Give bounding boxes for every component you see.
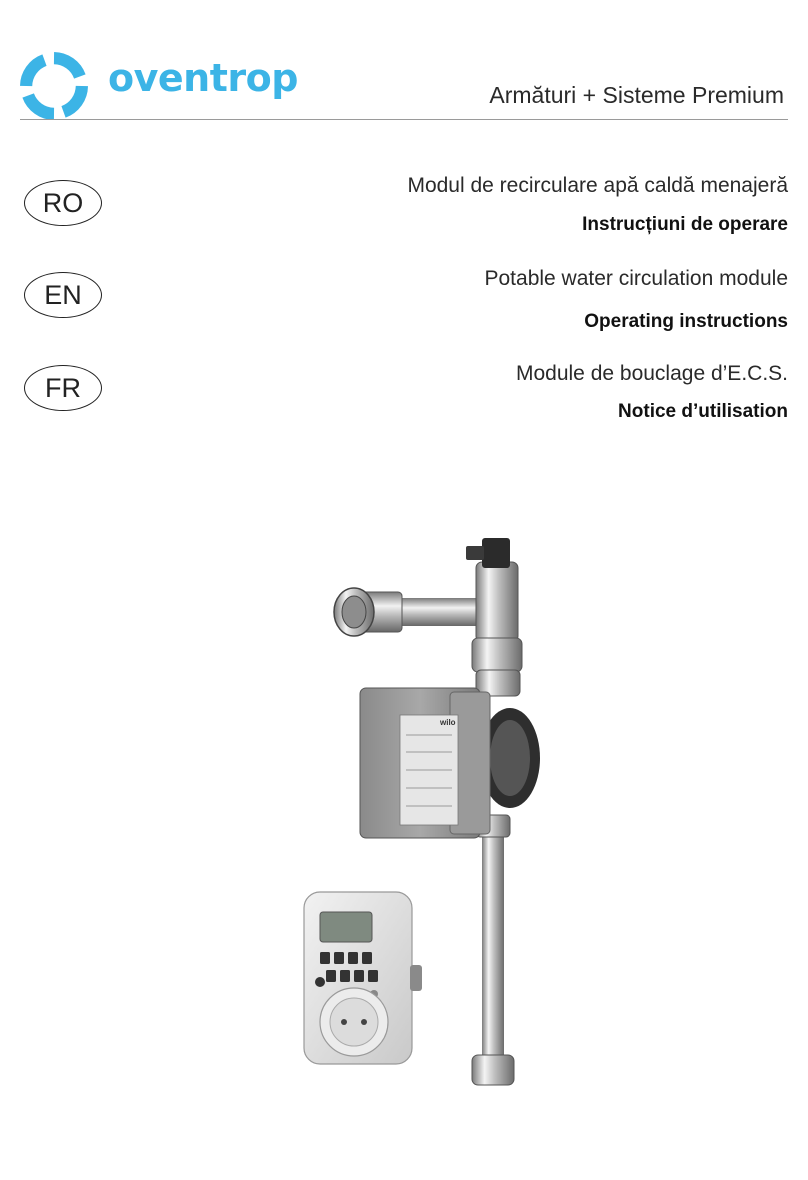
title-ro: Modul de recirculare apă caldă menajeră <box>407 174 788 197</box>
subtitle-en: Operating instructions <box>584 311 788 332</box>
pump-housing: wilo <box>359 687 540 839</box>
page-header: oventrop Armături + Sisteme Premium <box>0 0 808 125</box>
subtitle-ro: Instrucțiuni de operare <box>582 214 788 235</box>
title-en: Potable water circulation module <box>484 267 789 290</box>
vertical-pipe <box>471 814 515 1086</box>
pump-brand-label: wilo <box>439 718 456 727</box>
timer-socket <box>303 891 422 1065</box>
brand-name: oventrop <box>108 56 298 100</box>
language-badge-ro: RO <box>24 180 102 226</box>
title-fr: Module de bouclage d’E.C.S. <box>515 362 788 385</box>
product-photo: wilo <box>303 538 540 1086</box>
oventrop-logo-icon <box>20 52 88 120</box>
header-divider <box>20 119 788 120</box>
subtitle-fr: Notice d’utilisation <box>618 401 788 422</box>
horizontal-pipe <box>333 587 500 637</box>
language-badge-fr: FR <box>24 365 102 411</box>
language-badge-en: EN <box>24 272 102 318</box>
valve-body <box>466 538 523 697</box>
brand-tagline: Armături + Sisteme Premium <box>489 82 784 108</box>
